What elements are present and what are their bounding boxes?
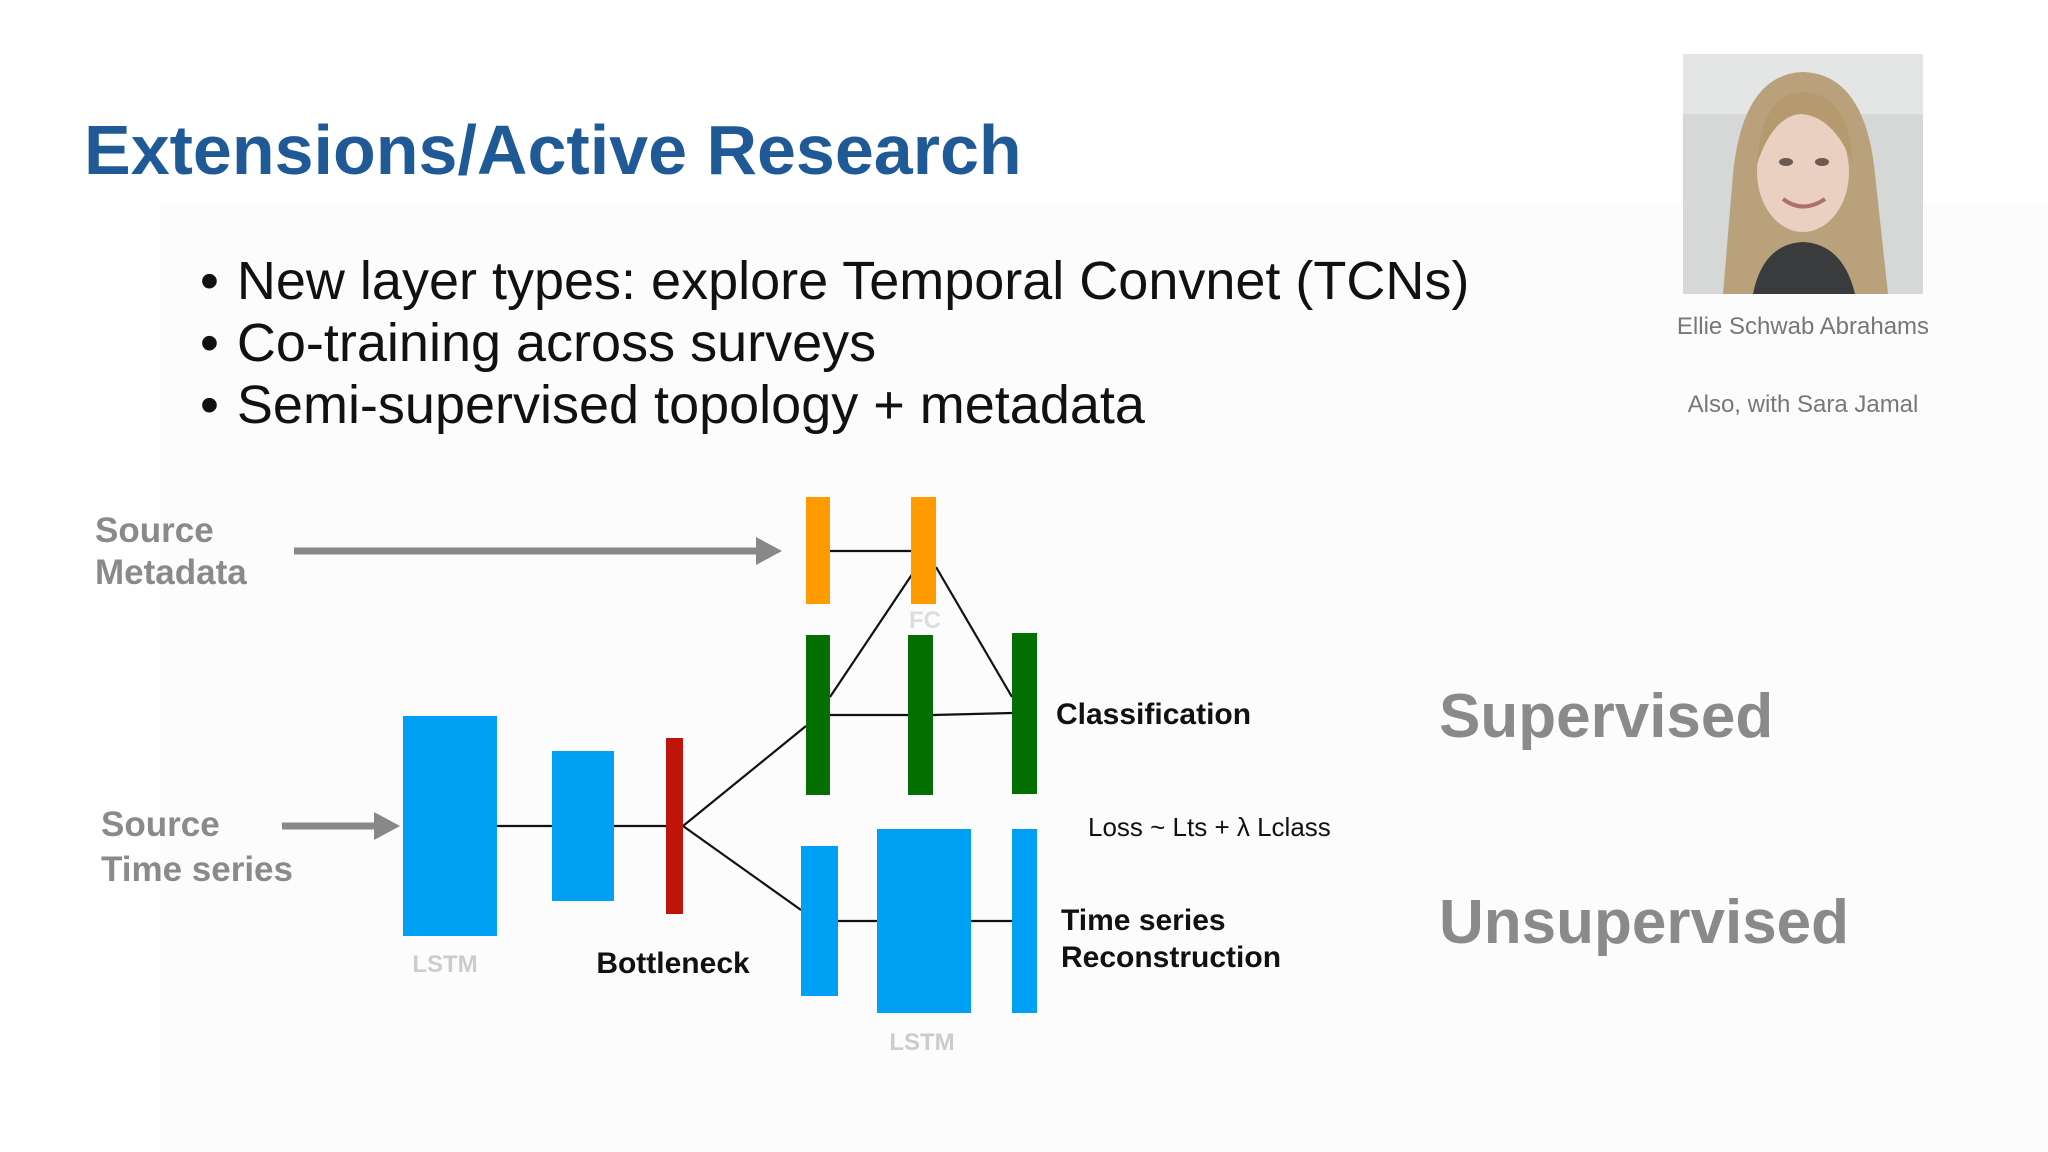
source-metadata-label-line1: Source — [95, 511, 214, 550]
bottleneck-label: Bottleneck — [596, 947, 750, 980]
bullet-item: Co-training across surveys — [200, 312, 1469, 374]
speaker-photo — [1683, 54, 1923, 294]
metadata-fc-layer — [911, 497, 936, 604]
metadata-arrowhead — [756, 537, 782, 565]
bullet-item: New layer types: explore Temporal Convne… — [200, 250, 1469, 312]
loss-label: Loss ~ Lts + λ Lclass — [1088, 812, 1331, 842]
classification-label: Classification — [1056, 698, 1251, 731]
speaker-name: Ellie Schwab Abrahams — [1676, 313, 1930, 340]
reconstruction-label-line1: Time series — [1061, 904, 1226, 937]
encoder-lstm-small — [552, 751, 614, 901]
classifier-output-layer — [1012, 633, 1037, 794]
timeseries-arrowhead — [374, 812, 400, 840]
speaker-note: Also, with Sara Jamal — [1687, 391, 1919, 418]
decoder-lstm-large — [877, 829, 971, 1013]
unsupervised-label: Unsupervised — [1439, 888, 1849, 957]
reconstruction-label-line2: Reconstruction — [1061, 941, 1281, 974]
supervised-label: Supervised — [1439, 682, 1773, 751]
decoder-lstm-label: LSTM — [889, 1029, 954, 1056]
classifier-layer-1 — [806, 635, 830, 795]
bullet-item: Semi-supervised topology + metadata — [200, 374, 1469, 436]
source-timeseries-label-line1: Source — [101, 805, 220, 844]
bullet-list: New layer types: explore Temporal Convne… — [200, 250, 1469, 436]
bottleneck-layer — [666, 738, 683, 914]
decoder-layer-1 — [801, 846, 838, 996]
encoder-lstm-large — [403, 716, 497, 936]
source-timeseries-label-line2: Time series — [101, 850, 293, 889]
fc-label: FC — [909, 607, 941, 634]
metadata-layer-1 — [806, 497, 830, 604]
classifier-layer-2 — [908, 635, 933, 795]
connections — [497, 549, 1013, 923]
decoder-output-layer — [1012, 829, 1037, 1013]
slide-title: Extensions/Active Research — [84, 111, 1022, 189]
encoder-lstm-label: LSTM — [412, 951, 477, 978]
source-metadata-label-line2: Metadata — [95, 553, 247, 592]
